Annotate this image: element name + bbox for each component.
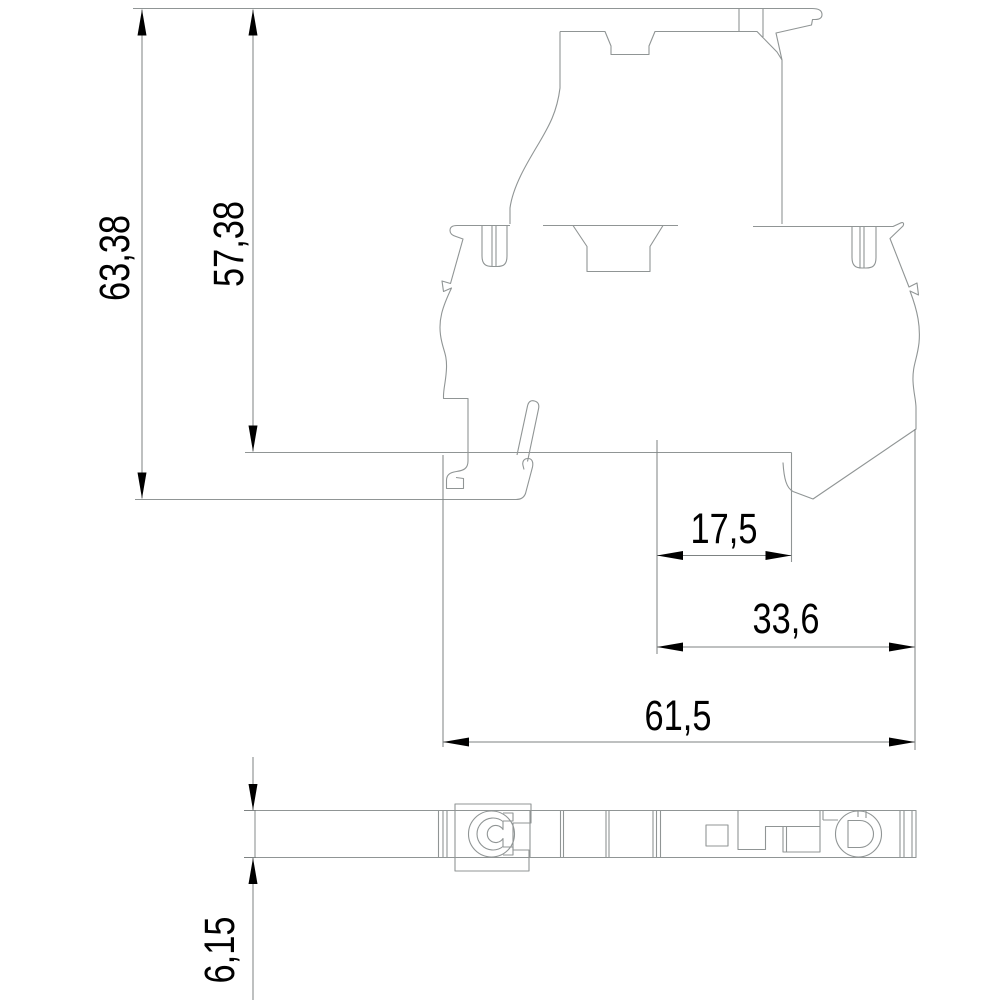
dim-57-arrow-up (248, 9, 258, 36)
rail-bottom-line (135, 457, 534, 501)
right-foot-chamfer (782, 408, 917, 500)
screw-slot-left-tabs (503, 812, 514, 856)
screw-boss-right (834, 810, 883, 858)
dim-17-arrow-left (657, 551, 683, 560)
dim-63-arrow-down (137, 472, 147, 499)
left-pin (481, 225, 508, 268)
dim-33-label: 33,6 (753, 595, 820, 642)
dim-61-arrow-left (443, 737, 469, 747)
dim-63-arrow-up (137, 9, 147, 36)
dim-17-label: 17,5 (691, 505, 758, 552)
dim-61-arrow-right (889, 737, 915, 747)
dim-6-arrow-up (248, 858, 258, 884)
bottom-bar-outline (254, 809, 917, 859)
dimension-body-width: 33,6 (657, 429, 916, 750)
dim-6-label: 6,15 (196, 917, 243, 984)
side-view (133, 7, 920, 562)
dimension-upper-height: 57,38 (205, 9, 258, 452)
top-edge-and-clip-nose (133, 7, 823, 224)
dim-61-label: 61,5 (645, 692, 712, 739)
square-window (705, 824, 729, 847)
dim-57-label: 57,38 (205, 201, 252, 287)
right-edge-and-barb (753, 222, 920, 409)
dim-17-arrow-right (765, 551, 792, 560)
screw-boss-left (467, 810, 516, 858)
upper-left-edge (509, 31, 561, 224)
dim-57-arrow-down (248, 425, 258, 452)
right-pin (851, 227, 877, 269)
dim-63-label: 63,38 (91, 215, 138, 301)
stepped-recess (737, 810, 838, 853)
dimension-overall-width: 61,5 (442, 455, 915, 747)
dim-6-arrow-down (248, 784, 258, 810)
clamp-block (454, 803, 532, 872)
dimension-overall-height: 63,38 (91, 9, 147, 499)
center-funnel (572, 225, 664, 273)
screw-slot-right (847, 811, 875, 849)
dim-33-arrow-right (889, 642, 915, 652)
upper-shoulder-dovetail (560, 30, 783, 61)
bottom-bar-partitions (437, 810, 913, 858)
dimension-profile-thickness: 6,15 (196, 757, 258, 1000)
dim-33-arrow-left (657, 642, 683, 652)
left-edge-and-foot-hook (439, 224, 510, 490)
dimension-notch-width: 17,5 (656, 440, 792, 654)
screw-slot-left (476, 817, 504, 851)
bottom-view (254, 803, 917, 872)
din-rail-lever (516, 400, 540, 462)
clip-wall-lines (738, 8, 764, 37)
